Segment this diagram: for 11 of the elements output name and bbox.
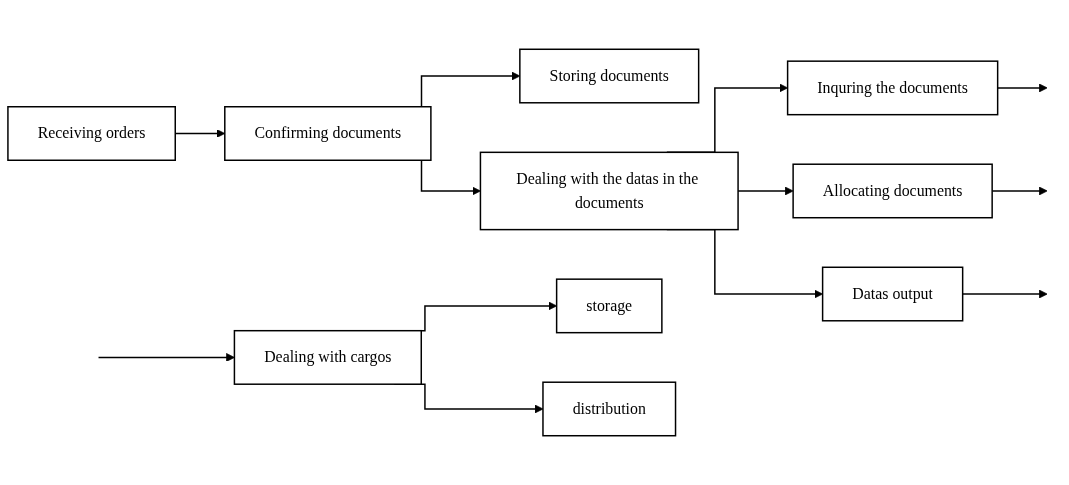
node-box: Storing documents <box>519 48 700 104</box>
node-box: Datas output <box>821 266 964 322</box>
node-box: storage <box>555 278 663 334</box>
node-box: Confirming documents <box>224 106 432 161</box>
node-box: Allocating documents <box>792 163 993 219</box>
node-box: Inquring the documents <box>786 60 999 116</box>
node-box: Receiving orders <box>7 106 176 161</box>
node-box: Dealing with the datas in the documents <box>479 151 739 231</box>
arrow <box>97 353 235 362</box>
node-box: distribution <box>542 381 677 437</box>
node-box: Dealing with cargos <box>233 329 422 385</box>
